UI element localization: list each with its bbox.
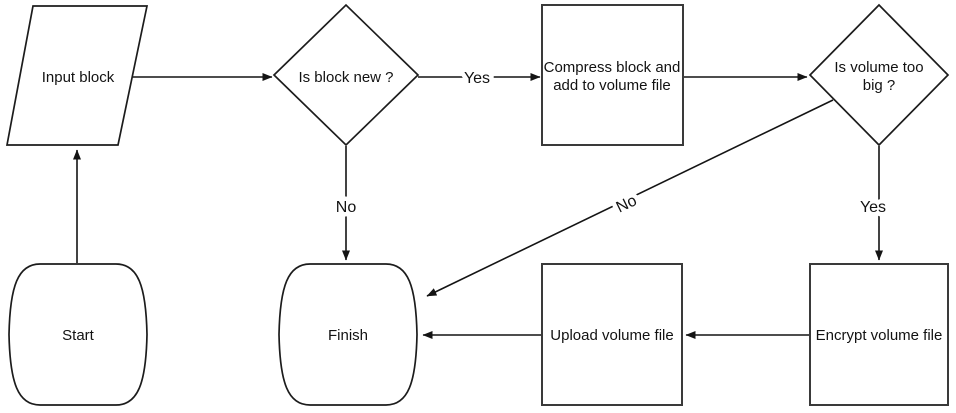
node-is-volume-too-big-label-line2: big ?: [863, 77, 896, 94]
node-finish-label: Finish: [328, 327, 368, 344]
node-compress-block: [541, 4, 684, 146]
node-is-volume-too-big-label-line1: Is volume too: [834, 59, 923, 76]
node-encrypt-volume: [809, 263, 949, 406]
node-start-label: Start: [62, 327, 95, 344]
node-start: [8, 263, 148, 406]
edge-label-yes-1: Yes: [464, 70, 490, 87]
node-is-block-new-label: Is block new ?: [298, 69, 393, 86]
node-is-volume-too-big: [808, 3, 950, 147]
node-finish: [278, 263, 418, 406]
node-is-block-new: [272, 3, 420, 147]
node-compress-block-label-line2: add to volume file: [553, 77, 671, 94]
edge-decision2-no: [426, 99, 834, 297]
node-upload-volume: [541, 263, 683, 406]
node-input-block: [5, 5, 149, 146]
edge-label-yes-2: Yes: [860, 199, 886, 216]
node-upload-volume-label: Upload volume file: [550, 327, 673, 344]
node-encrypt-volume-label: Encrypt volume file: [816, 327, 943, 344]
node-compress-block-label-line1: Compress block and: [544, 59, 681, 76]
node-input-block-label: Input block: [42, 69, 115, 86]
edge-label-no-1: No: [336, 199, 357, 216]
